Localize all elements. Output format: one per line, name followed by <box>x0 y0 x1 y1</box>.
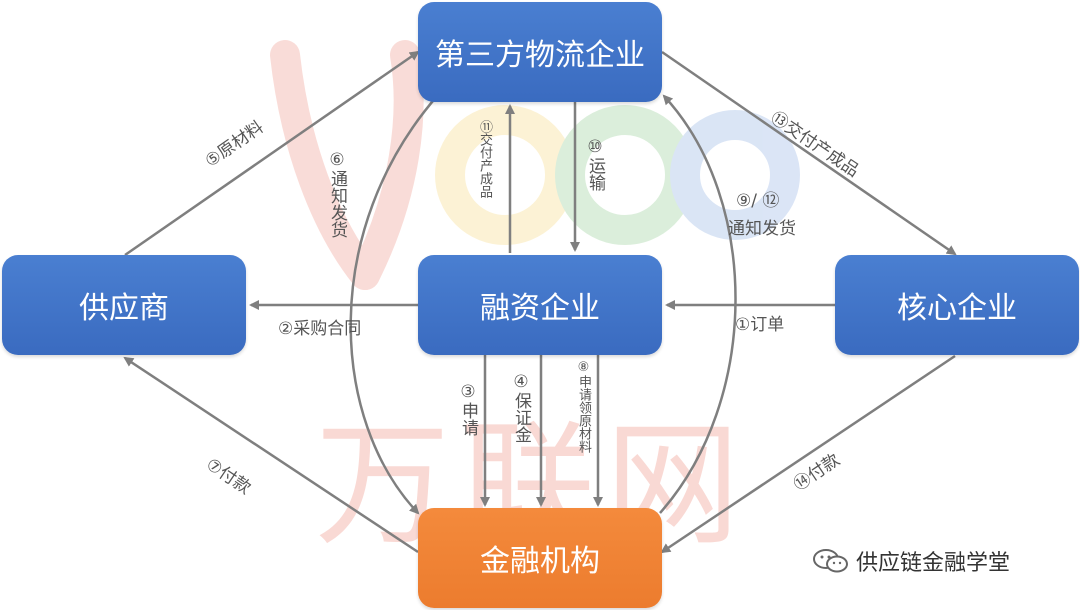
label-order: ①订单 <box>735 315 785 335</box>
brand-name: 供应链金融学堂 <box>856 551 1011 576</box>
node-core: 核心企业 <box>835 255 1079 355</box>
arrow-payment-supplier <box>123 356 419 554</box>
label-apply: ③申请 <box>458 382 478 436</box>
node-financing: 融资企业 <box>418 255 662 355</box>
label-deposit: ④保证金 <box>511 372 531 443</box>
arrow-payment-core <box>660 354 956 554</box>
arrow-raw-materials <box>124 50 420 257</box>
label-apply-materials: ⑧申请领原材料 <box>576 360 591 453</box>
brand-watermark: 供应链金融学堂 <box>812 545 1010 577</box>
arrow-notify-shipment-2 <box>659 94 737 514</box>
label-transport: ⑩运输 <box>585 137 605 191</box>
node-bank: 金融机构 <box>418 508 662 608</box>
arrow-deliver-to-core <box>661 50 957 256</box>
label-deliver-products: ⑪交付产成品 <box>477 120 492 198</box>
node-supplier: 供应商 <box>2 255 246 355</box>
wechat-icon <box>813 549 848 573</box>
label-purchase-contract: ②采购合同 <box>278 319 362 339</box>
label-notify-shipment-2-nums: ⑨/ ⑫ <box>736 191 780 211</box>
arrow-notify-shipment <box>349 94 439 515</box>
label-notify-shipment: ⑥通知发货 <box>327 150 347 238</box>
label-notify-shipment-2-text: 通知发货 <box>728 219 796 239</box>
node-logistics: 第三方物流企业 <box>418 2 662 102</box>
